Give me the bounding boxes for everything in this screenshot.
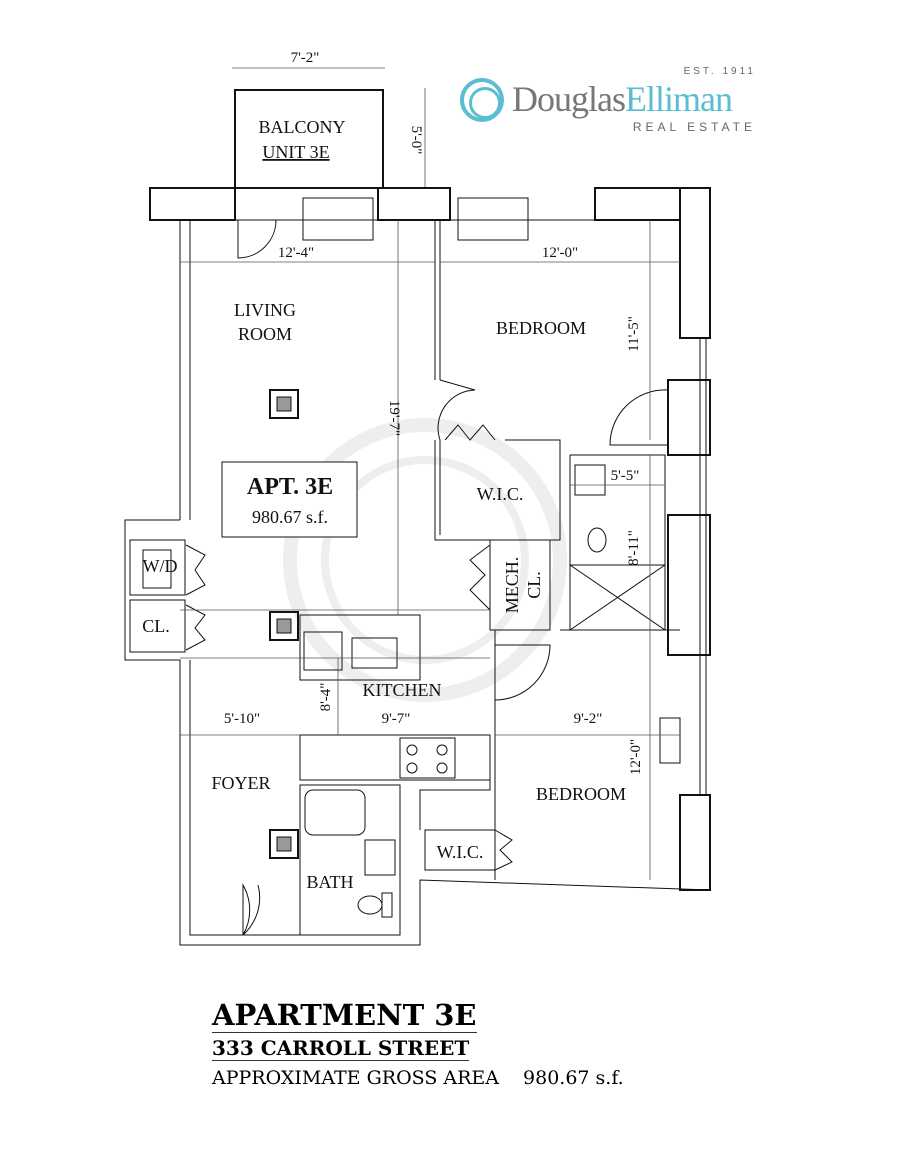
interior-walls (129, 220, 680, 936)
balcony-width-dimension: 7'-2" (291, 50, 320, 66)
bedroom-top-depth-dimension: 11'-5" (626, 316, 642, 352)
logo-mark-icon (460, 78, 504, 122)
caption-title: APARTMENT 3E (212, 998, 477, 1033)
fixtures (269, 389, 681, 918)
apartment-label-box (221, 461, 358, 538)
apartment-area-label: 980.67 s.f. (252, 507, 328, 527)
balcony (234, 89, 384, 189)
bath-label: BATH (306, 872, 353, 892)
caption-address: 333 CARROLL STREET (212, 1036, 470, 1061)
balcony-unit-label: UNIT 3E (262, 142, 329, 162)
logo-wordmark: DouglasElliman (512, 79, 733, 119)
bath-depth-dimension: 8'-11" (626, 530, 642, 566)
exterior-walls (124, 187, 711, 946)
foyer-label: FOYER (211, 773, 270, 793)
bath-width-dimension: 5'-5" (611, 468, 640, 484)
balcony-label: BALCONY (258, 117, 345, 137)
bedroom-bottom-width-dimension: 9'-2" (574, 711, 603, 727)
mech-label-2: CL. (524, 571, 544, 599)
watermark-logo (283, 418, 567, 702)
caption: APARTMENT 3E 333 CARROLL STREET APPROXIM… (212, 998, 648, 1089)
wic-bottom-label: W.I.C. (437, 842, 484, 862)
living-room-label-2: ROOM (238, 324, 292, 344)
caption-area-label: APPROXIMATE GROSS AREA (212, 1067, 500, 1089)
doors (185, 219, 669, 936)
bedroom-top-width-dimension: 12'-0" (542, 245, 578, 261)
kitchen-label: KITCHEN (363, 680, 442, 700)
kitchen-width-dimension: 9'-7" (382, 711, 411, 727)
foyer-width-dimension: 5'-10" (224, 711, 260, 727)
bedroom-bottom-label: BEDROOM (536, 784, 626, 804)
closet-label: CL. (142, 616, 170, 636)
living-depth-dimension: 19'-7" (386, 400, 402, 436)
dimension-lines (180, 220, 680, 880)
logo-subtitle: REAL ESTATE (632, 120, 756, 134)
balcony-depth-dimension: 5'-0" (408, 126, 424, 155)
logo-est: EST. 1911 (683, 66, 756, 77)
apartment-label: APT. 3E (247, 474, 333, 500)
douglas-elliman-logo: EST. 1911 DouglasElliman REAL ESTATE (460, 66, 770, 142)
bedroom-bottom-depth-dimension: 12'-0" (628, 739, 644, 775)
mech-label: MECH. (502, 557, 522, 614)
washer-dryer-label: W/D (143, 556, 178, 576)
living-room-label: LIVING (234, 300, 296, 320)
caption-area-value: 980.67 s.f. (523, 1067, 624, 1089)
kitchen-depth-dimension: 8'-4" (318, 683, 334, 712)
wic-top-label: W.I.C. (477, 484, 524, 504)
bedroom-top-label: BEDROOM (496, 318, 586, 338)
living-width-dimension: 12'-4" (278, 245, 314, 261)
